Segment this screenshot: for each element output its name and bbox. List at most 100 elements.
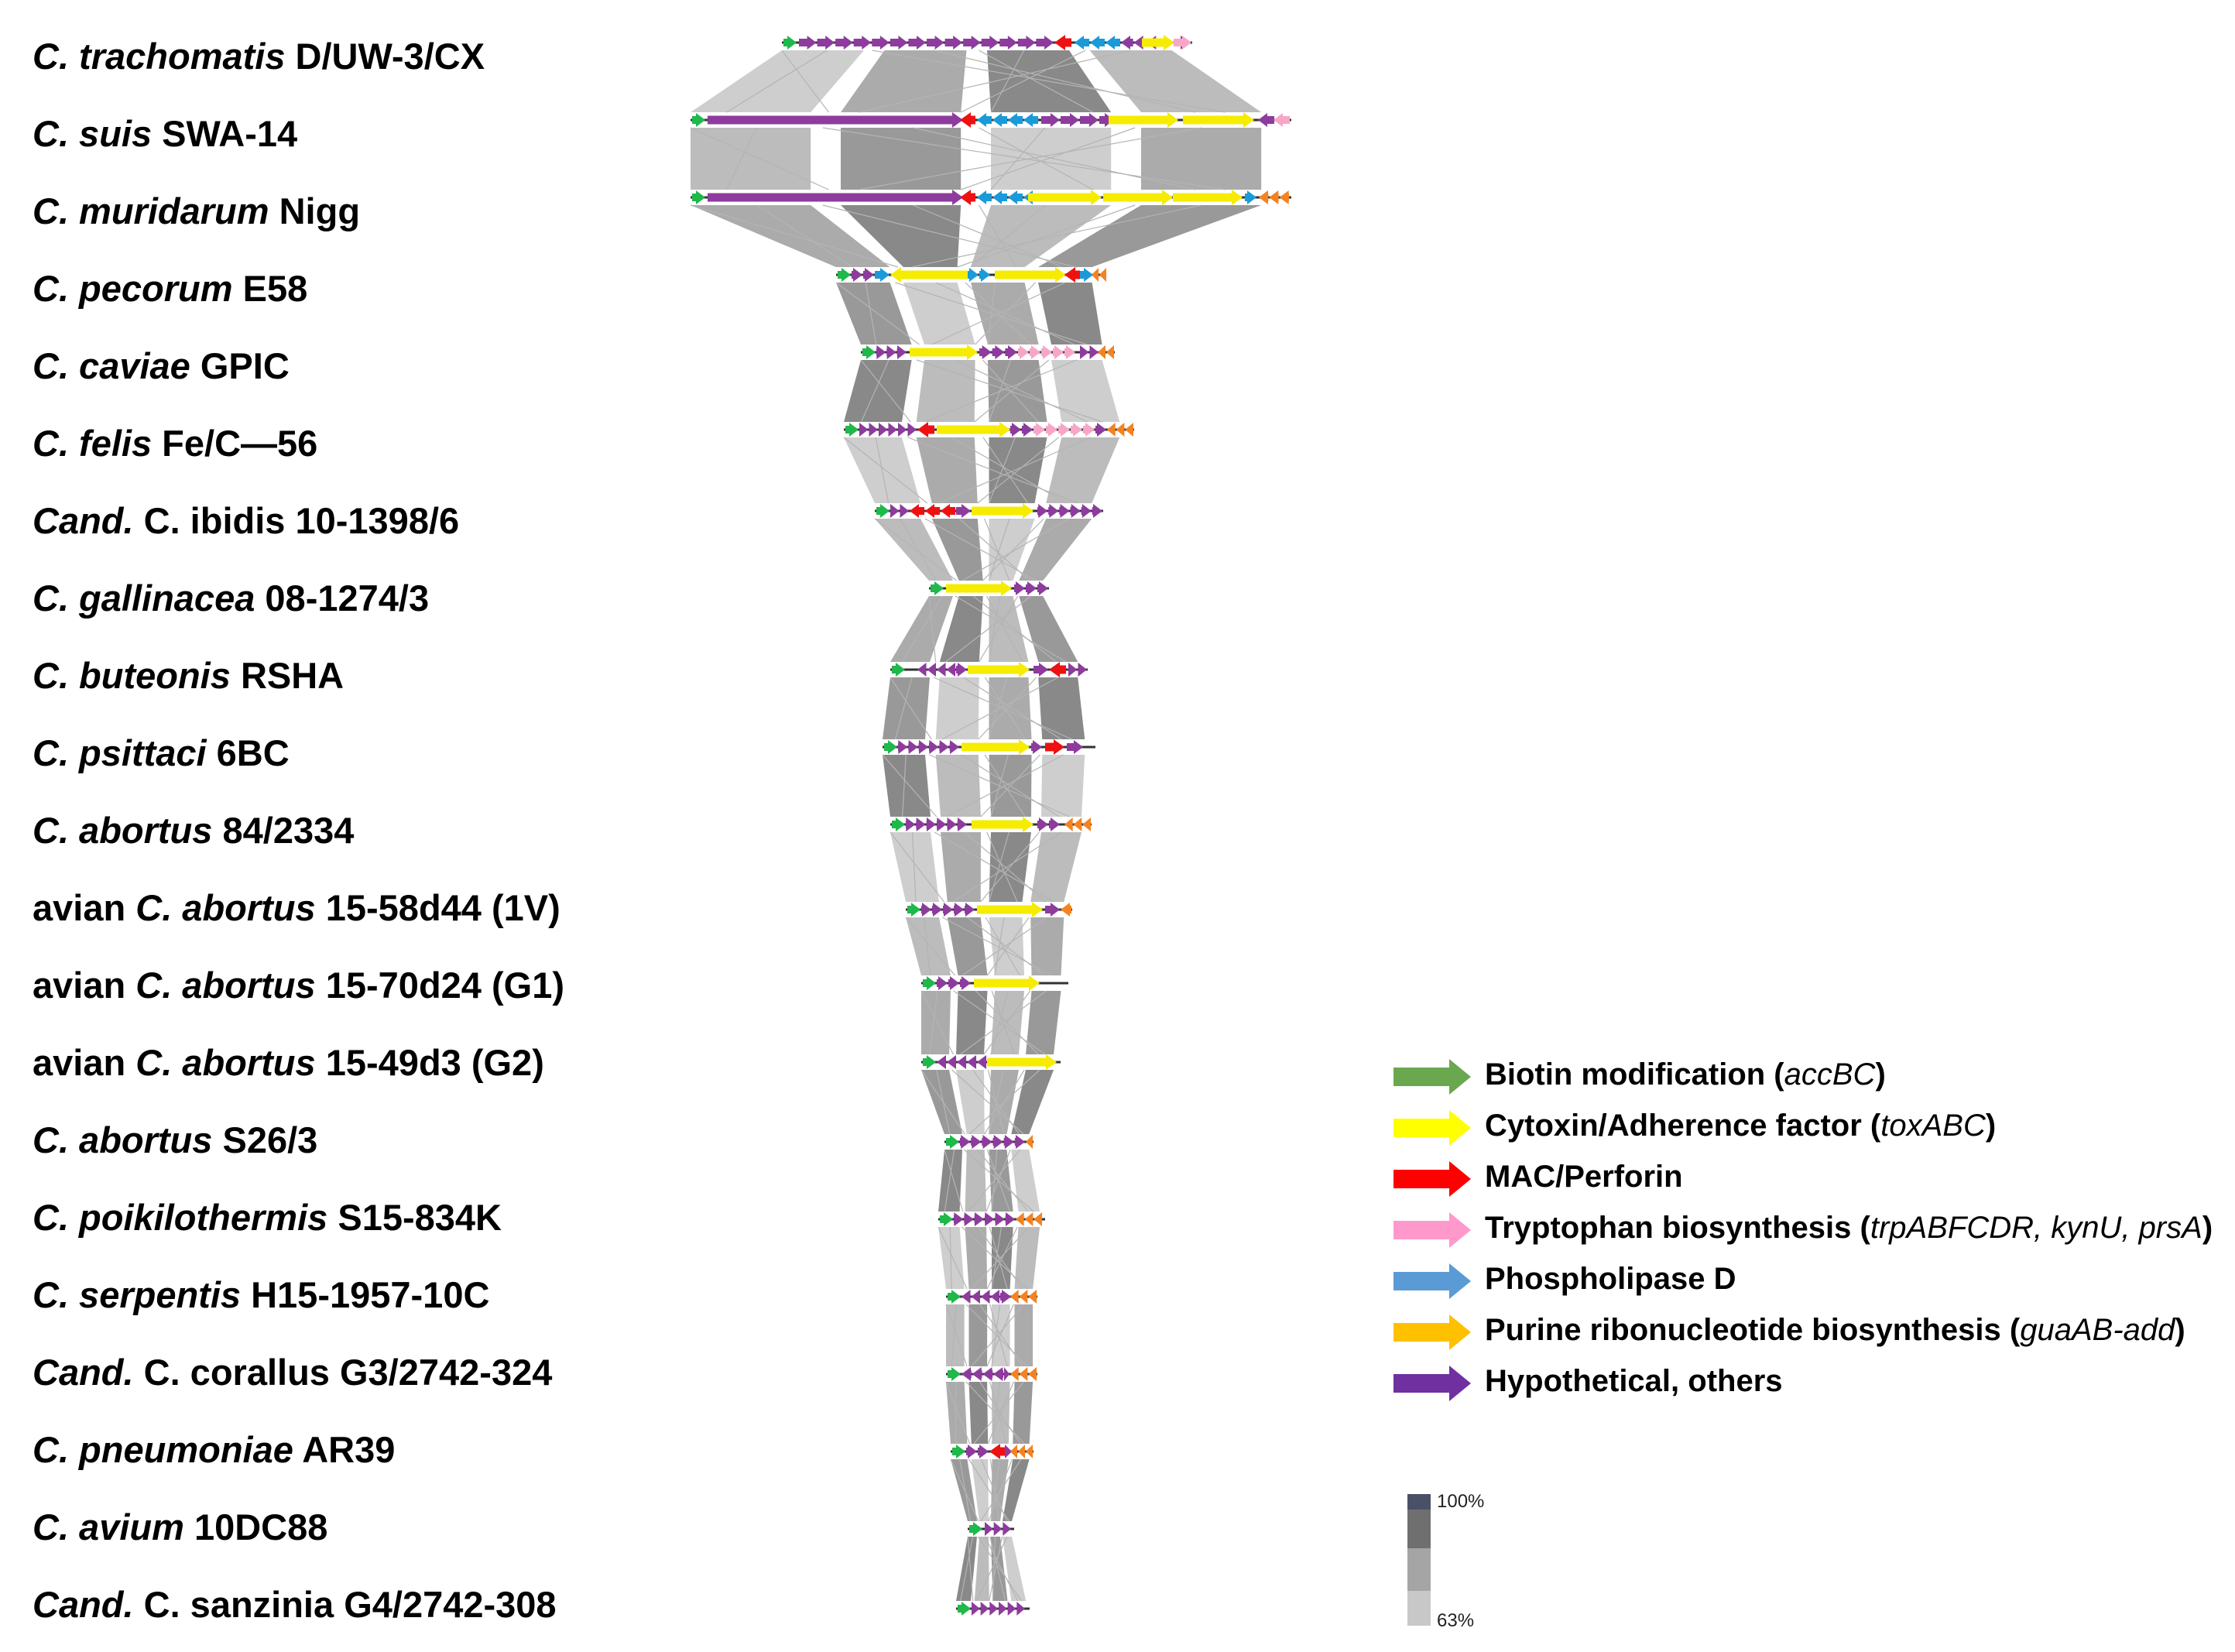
gene-arrow [1034,663,1048,677]
homology-link [899,518,937,581]
gene-arrow [1183,112,1254,128]
homology-link [989,1458,999,1522]
homology-link [982,437,1029,504]
gene-arrow [1014,581,1025,595]
gene-arrow [859,423,869,437]
homology-link [990,127,1046,190]
gene-arrow [917,422,934,437]
gene-arrow [1014,1135,1025,1149]
gene-arrow [1023,113,1038,127]
strain-prefix: avian [33,887,136,928]
species-name: C. felis [33,423,153,464]
homology-ribbon [989,596,1029,662]
strain-designation: D/UW-3/CX [285,36,485,77]
gene-arrow [957,817,967,831]
homology-link [944,1149,964,1212]
legend-label: Tryptophan biosynthesis (trpABFCDR, kynU… [1485,1211,2213,1245]
homology-ribbon [921,1070,962,1134]
homology-link [905,917,956,976]
homology-link [987,1381,1014,1445]
legend-arrow-icon [1393,1110,1471,1146]
homology-ribbon [841,128,962,190]
homology-ribbon [971,1459,989,1521]
legend-gene-names: trpABFCDR, kynU, prsA [1870,1211,2202,1245]
homology-link [982,518,1044,581]
gene-arrow [1007,1602,1016,1616]
gene-arrow [1030,345,1040,359]
species-name: C. buteonis [33,655,231,696]
gene-arrow [852,268,862,282]
gene-arrow [1073,817,1082,831]
gene-arrow [1095,423,1106,437]
gene-arrow [1036,36,1054,50]
gene-arrow [890,36,908,50]
gene-track [929,581,1049,596]
gene-arrow [1258,113,1274,127]
homology-link [959,1458,972,1522]
gene-arrow [1045,903,1060,917]
homology-link [989,1304,1008,1367]
homology-link [835,282,920,345]
gene-arrow [948,1290,961,1304]
homology-link [944,1149,955,1212]
gene-arrow [992,190,1007,204]
gene-arrow [1024,1212,1034,1226]
gene-track [938,1212,1045,1226]
gene-arrow [989,1602,998,1616]
homology-link [949,1226,952,1290]
strain-designation: C. sanzinia G4/2742-308 [133,1584,557,1625]
gene-arrow [1106,345,1114,359]
gene-arrow [939,740,949,754]
homology-ribbon [971,205,1112,267]
gene-arrow [981,1290,990,1304]
homology-link [901,595,943,663]
gene-arrow [1125,423,1133,437]
gene-arrow [906,817,916,831]
homology-ribbon [844,360,912,422]
gene-arrow [898,740,908,754]
homology-ribbon [935,755,981,817]
homology-ribbon [938,1150,962,1212]
strain-label: C. avium 10DC88 [33,1509,327,1545]
gene-arrow [947,817,957,831]
gene-arrow [957,1055,966,1069]
gene-arrow [1269,190,1279,204]
homology-ribbon [906,917,951,975]
gene-arrow [946,1135,959,1149]
homology-link [962,917,1048,976]
homology-link [874,518,958,581]
homology-ribbon [1013,1382,1034,1444]
homology-ribbon [938,1227,965,1289]
strain-designation: 15-49d3 (G2) [315,1042,544,1083]
strain-label: C. psittaci 6BC [33,735,290,771]
gene-arrow [993,1367,1003,1381]
gene-track [951,1444,1034,1459]
homology-ribbon [939,596,983,662]
gene-arrow [929,740,939,754]
gene-arrow [1005,1445,1012,1458]
gene-arrow [932,903,942,917]
homology-link [991,1304,1001,1367]
homology-link [984,518,1010,581]
gene-arrow [948,976,959,990]
gene-arrow [799,36,817,50]
homology-link [912,127,1195,190]
gene-arrow [985,1212,995,1226]
homology-link [822,127,1225,190]
gene-arrow [971,1290,980,1304]
homology-link [984,1536,1019,1602]
gene-arrow [956,663,967,677]
homology-ribbon [921,991,951,1054]
gene-arrow [962,1290,971,1304]
gene-arrow [943,903,953,917]
gene-arrow [908,36,926,50]
gene-arrow [1003,1522,1011,1536]
homology-link [929,990,938,1055]
strain-label: C. serpentis H15-1957-10C [33,1277,489,1313]
homology-link [978,677,1037,740]
homology-link [987,917,1030,976]
legend-label: Phospholipase D [1485,1262,1736,1296]
gene-arrow [1099,113,1114,127]
gene-arrow [1034,1212,1042,1226]
